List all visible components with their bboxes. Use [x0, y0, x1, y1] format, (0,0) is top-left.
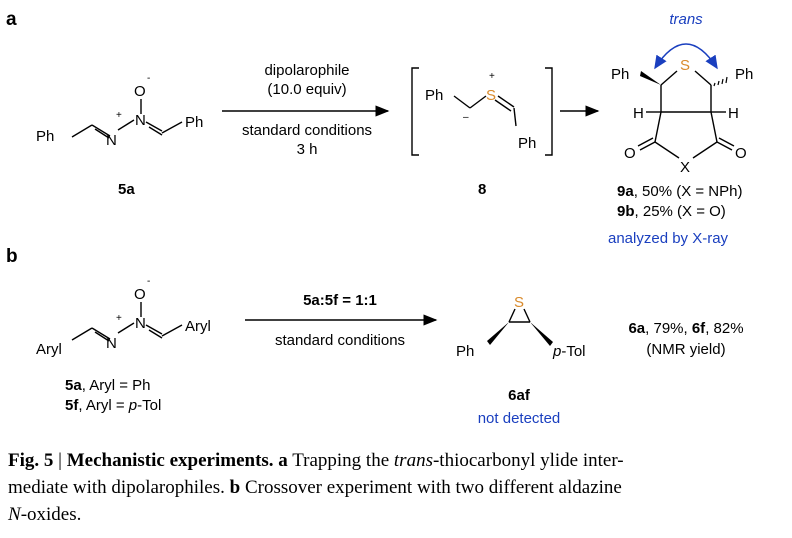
thiirane-wedge-left — [487, 322, 509, 345]
arrow-b-top: 5a:5f = 1:1 — [303, 292, 377, 309]
caption-fig: Fig. 5 — [8, 450, 54, 471]
reactant-b-n2: N — [135, 315, 146, 332]
thiirane-ring — [508, 308, 531, 323]
caption-sep: | — [53, 450, 67, 471]
reactant-o: O — [134, 83, 146, 100]
caption-line3: -oxides. — [20, 504, 82, 525]
product-s: S — [680, 57, 690, 74]
reactant-b — [71, 302, 183, 342]
panel-b-label: b — [6, 246, 18, 267]
intermediate-ph-bottom: Ph — [518, 135, 536, 152]
product-o-right: O — [735, 145, 747, 162]
caption-line2: mediate with dipolarophiles. — [8, 477, 230, 498]
product-h-left: H — [633, 105, 644, 122]
reactant-ph-right: Ph — [185, 114, 203, 131]
yield-line1: 6a, 79%, 6f, 82% — [628, 320, 743, 337]
intermediate-ph-left: Ph — [425, 87, 443, 104]
product-h-right: H — [728, 105, 739, 122]
reactant-plus: + — [116, 110, 122, 121]
reactant-b-minus: - — [147, 276, 150, 287]
product-ph-right: Ph — [735, 66, 753, 83]
caption-b: b — [229, 477, 241, 498]
intermediate-minus: – — [463, 112, 469, 123]
arrow-a-bottom-2: 3 h — [297, 141, 318, 158]
reactant-n2: N — [135, 112, 146, 129]
caption-line3-italic: N — [8, 504, 21, 525]
reactant-b-o: O — [134, 286, 146, 303]
reactant-n1: N — [106, 132, 117, 149]
thiirane-s: S — [514, 294, 524, 311]
reactant-5a — [71, 99, 183, 139]
thiirane-ph: Ph — [456, 343, 474, 360]
reactant-b-aryl-left: Aryl — [36, 341, 62, 358]
caption-a-text1: Trapping the — [287, 450, 394, 471]
not-detected-note: not detected — [478, 410, 561, 427]
caption-a: a — [278, 450, 288, 471]
caption-b-text: Crossover experiment with two different … — [240, 477, 622, 498]
product-ph-left: Ph — [611, 66, 629, 83]
thiirane-id: 6af — [508, 387, 531, 404]
arrow-b-bottom: standard conditions — [275, 332, 405, 349]
product-skeleton — [637, 70, 735, 159]
arrow-a-top-2: (10.0 equiv) — [267, 81, 346, 98]
intermediate-brackets — [411, 67, 553, 156]
caption-title: Mechanistic experiments. — [66, 450, 274, 471]
reaction-scheme: a Ph N + N O - Ph 5a dipolarophile (10.0… — [6, 9, 753, 427]
yield-line2: (NMR yield) — [646, 341, 725, 358]
intermediate-id: 8 — [478, 181, 486, 198]
thiirane-tol: p-Tol — [552, 343, 586, 360]
arrow-a-top-1: dipolarophile — [264, 62, 349, 79]
trans-arrow — [654, 43, 718, 70]
intermediate-plus: + — [489, 71, 495, 82]
arrow-a-bottom-1: standard conditions — [242, 122, 372, 139]
intermediate-s: S — [486, 87, 496, 104]
reactant-b-line2: 5f, Aryl = p-Tol — [65, 397, 161, 414]
reactant-b-aryl-right: Aryl — [185, 318, 211, 335]
reactant-b-plus: + — [116, 313, 122, 324]
product-x: X — [680, 159, 690, 176]
product-hash-right — [713, 76, 728, 87]
panel-a-label: a — [6, 9, 17, 30]
reactant-ph-left: Ph — [36, 128, 54, 145]
trans-label: trans — [669, 11, 703, 28]
caption-a-italic: trans — [393, 450, 433, 471]
reactant-id: 5a — [118, 181, 135, 198]
caption-a-text2: -thiocarbonyl ylide inter- — [432, 450, 624, 471]
reactant-b-line1: 5a, Aryl = Ph — [65, 377, 150, 394]
product-wedge-left — [640, 71, 661, 85]
figure-caption: Fig. 5 | Mechanistic experiments. a Trap… — [8, 447, 788, 528]
reactant-minus: - — [147, 73, 150, 84]
product-line1: 9a, 50% (X = NPh) — [617, 183, 742, 200]
xray-note: analyzed by X-ray — [608, 230, 729, 247]
reactant-b-n1: N — [106, 335, 117, 352]
product-line2: 9b, 25% (X = O) — [617, 203, 726, 220]
product-o-left: O — [624, 145, 636, 162]
thiirane-wedge-right — [530, 322, 553, 346]
